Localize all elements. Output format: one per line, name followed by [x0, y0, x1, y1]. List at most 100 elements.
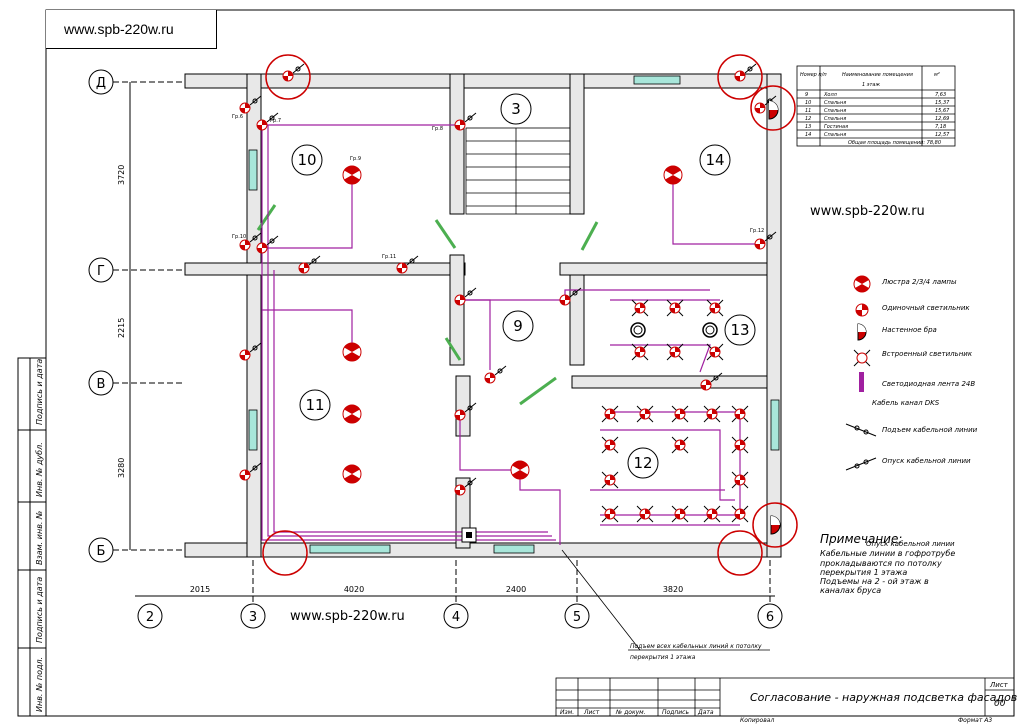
title-block [555, 677, 1015, 717]
recessed-light-icon [731, 505, 749, 523]
table-cell: Спальня [824, 108, 846, 114]
single-light-icon [239, 462, 262, 481]
svg-text:Кабель канал DKS: Кабель канал DKS [872, 399, 940, 407]
single-light-icon [754, 231, 777, 250]
col-axes: 2 3 4 5 6 2015 4020 2400 3820 [135, 560, 783, 629]
svg-text:Гр.11: Гр.11 [382, 254, 396, 260]
single-light-icon [256, 235, 279, 254]
windows [248, 75, 780, 554]
single-light-icon [700, 372, 723, 391]
legend-item-sconce [857, 323, 867, 341]
single-light-icon [239, 232, 262, 251]
chandelier-icon [342, 165, 362, 185]
room-number: 13 [730, 321, 749, 339]
recessed-light-icon [666, 299, 684, 317]
recessed-light-icon [731, 405, 749, 423]
svg-text:перекрытия 1 этажа: перекрытия 1 этажа [820, 568, 907, 577]
svg-text:Общая площадь помещений: 78,80: Общая площадь помещений: 78,80 [848, 140, 941, 146]
group-labels: Гр.6 Гр.7 Гр.8 Гр.9 Гр.10 Гр.11 Гр.12 [232, 114, 764, 260]
room-table-text: Номер п/п Наименование помещения м² 1 эт… [800, 72, 950, 146]
downlight-icon [702, 322, 718, 338]
recessed-light-icon [703, 505, 721, 523]
col-dim: 2015 [190, 585, 210, 594]
table-cell: 14 [805, 132, 811, 138]
svg-text:Гр.7: Гр.7 [270, 118, 281, 124]
svg-text:Подъем кабельной линии: Подъем кабельной линии [882, 426, 978, 434]
stairs [465, 127, 571, 215]
table-cell: 15,37 [935, 100, 950, 106]
table-cell: 15,67 [935, 108, 950, 114]
chandelier-icon [342, 404, 362, 424]
doors [256, 204, 599, 406]
recessed-light-icon [636, 505, 654, 523]
svg-text:Люстра 2/3/4 лампы: Люстра 2/3/4 лампы [881, 278, 957, 286]
cable-routes [261, 124, 760, 545]
col-axis-label: 2 [146, 610, 154, 625]
recessed-light-icon [601, 405, 619, 423]
table-cell: 11 [805, 108, 811, 114]
room-number: 9 [513, 317, 523, 335]
svg-text:Гр.10: Гр.10 [232, 234, 246, 240]
single-light-icon [298, 255, 321, 274]
watermark: www.spb-220w.ru [290, 609, 405, 624]
table-cell: Холл [823, 92, 838, 98]
table-cell: 7,63 [935, 92, 946, 98]
highlight-circles [262, 54, 798, 576]
recessed-light-icon [706, 299, 724, 317]
svg-text:Подъем всех кабельных линий к: Подъем всех кабельных линий к потолку [630, 643, 762, 650]
recessed-light-icon [666, 343, 684, 361]
col-dim: 3820 [663, 585, 683, 594]
svg-text:перекрытия 1 этажа: перекрытия 1 этажа [630, 654, 696, 661]
svg-text:прокладываются по потолку: прокладываются по потолку [820, 559, 942, 568]
table-cell: 9 [805, 92, 808, 98]
sheet-frame [45, 9, 1015, 717]
svg-text:Гр.6: Гр.6 [232, 114, 243, 120]
table-cell: 13 [805, 124, 811, 130]
table-cell: Гостиная [824, 124, 848, 130]
svg-text:Опуск кабельной линии: Опуск кабельной линии [882, 457, 971, 465]
row-axis-label: Д [96, 76, 106, 91]
recessed-light-icon [731, 471, 749, 489]
recessed-light-icon [601, 436, 619, 454]
table-cell: Спальня [824, 116, 846, 122]
svg-text:Подпись: Подпись [662, 709, 689, 716]
left-stamp: Подпись и дата Инв. № дубл. Взам. инв. №… [17, 357, 47, 717]
wall-sconces [239, 63, 781, 535]
note: Примечание: Опуск кабельной линии Кабель… [820, 532, 955, 595]
room-table [796, 65, 956, 147]
recessed-lights [601, 299, 749, 523]
wall-sconce-icon [770, 515, 781, 535]
svg-text:Гр.12: Гр.12 [750, 228, 764, 234]
svg-text:Формат А3: Формат А3 [958, 717, 992, 724]
room-number: 14 [705, 151, 724, 169]
single-light-icon [454, 287, 477, 306]
single-light-icon [734, 63, 757, 82]
watermark-box: www.spb-220w.ru [46, 10, 217, 49]
single-light-icon [484, 365, 507, 384]
recessed-light-icon [631, 343, 649, 361]
row-axis-label: Б [97, 544, 106, 559]
table-cell: 12,69 [935, 116, 949, 122]
svg-text:1 этаж: 1 этаж [862, 82, 880, 88]
stamp-cell-2: Инв. № дубл. [35, 442, 44, 497]
recessed-light-icon [601, 471, 619, 489]
room-number: 10 [297, 151, 316, 169]
room-number: 3 [511, 100, 521, 118]
svg-text:Подъемы на 2 - ой этаж в: Подъемы на 2 - ой этаж в [820, 577, 929, 586]
callout: Подъем всех кабельных линий к потолку пе… [561, 549, 770, 661]
legend-item-drop [845, 457, 877, 471]
stamp-cell-5: Инв. № подл. [35, 657, 44, 712]
single-light-icon [239, 342, 262, 361]
table-cell: Спальня [824, 100, 846, 106]
downlight-icon [630, 322, 646, 338]
single-light-icon [559, 287, 582, 306]
svg-text:Лист: Лист [583, 709, 600, 716]
svg-text:Примечание:: Примечание: [820, 532, 902, 546]
watermark-text: www.spb-220w.ru [64, 21, 174, 37]
col-axis-label: 3 [249, 610, 257, 625]
recessed-light-icon [671, 436, 689, 454]
room-number: 11 [305, 396, 324, 414]
svg-text:Опуск кабельной линии: Опуск кабельной линии [866, 540, 955, 548]
row-axes: Д Г В Б 3720 2215 3280 [88, 69, 185, 563]
